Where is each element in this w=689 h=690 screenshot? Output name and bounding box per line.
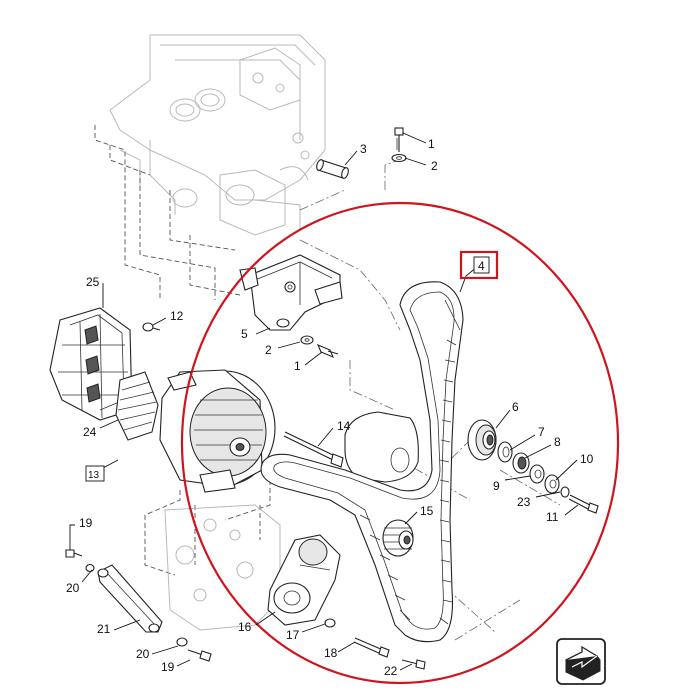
callout-13-box [85, 465, 105, 482]
callout-13: 13 [88, 470, 100, 481]
callout-6: 6 [512, 400, 519, 414]
next-page-arrow-icon[interactable] [556, 638, 606, 685]
tensioner-pulley-part-15 [382, 519, 414, 557]
callout-19-top: 19 [79, 516, 93, 530]
ring-part-8 [512, 452, 530, 474]
callout-20-bottom: 20 [136, 647, 150, 661]
tensioner-part-16 [267, 534, 341, 626]
callout-18: 18 [324, 646, 338, 660]
sleeve-part-3 [316, 159, 349, 179]
washer-top-part-2 [391, 153, 407, 163]
callout-14: 14 [337, 419, 351, 433]
callout-21: 21 [97, 622, 111, 636]
washer-mid-part-2 [300, 335, 314, 345]
bolt-part-11 [568, 494, 599, 514]
bearing-part-6 [467, 419, 497, 461]
washer-part-23 [560, 486, 570, 498]
callout-23: 23 [517, 495, 531, 509]
highlight-ellipse [180, 201, 620, 685]
callout-11: 11 [546, 510, 559, 524]
bolt-mid-part-1 [316, 343, 339, 359]
pulley-part-24 [115, 371, 159, 441]
callout-3: 3 [360, 142, 367, 156]
washer-part-10 [544, 474, 560, 494]
callout-1-mid: 1 [294, 359, 301, 373]
callout-24: 24 [83, 425, 97, 439]
callout-15: 15 [420, 504, 434, 518]
callout-4: 4 [478, 259, 485, 273]
bolt-part-12 [142, 322, 161, 332]
washer-part-9 [529, 464, 545, 484]
bolt-part-18 [353, 637, 390, 658]
fan-guard-part-25 [49, 307, 133, 421]
callout-20-top: 20 [66, 581, 80, 595]
callout-16: 16 [238, 620, 252, 634]
bolt-part-22 [401, 659, 426, 670]
leader-lines [69, 132, 579, 671]
washer-part-20a [85, 563, 95, 573]
callout-25: 25 [86, 275, 100, 289]
timing-cover-ghost [164, 504, 281, 631]
engine-block-ghost [109, 34, 326, 236]
callout-1-top: 1 [428, 137, 435, 151]
spacer-part-7 [497, 441, 513, 463]
callout-2-mid: 2 [265, 343, 272, 357]
callout-12: 12 [170, 309, 184, 323]
callout-8: 8 [554, 435, 561, 449]
screw-part-19b [187, 649, 212, 662]
callout-4-highlight-box [459, 250, 499, 280]
callout-5: 5 [241, 327, 248, 341]
screw-part-19a [65, 549, 83, 558]
callout-9: 9 [493, 479, 500, 493]
idler-housing [344, 411, 419, 483]
washer-part-17 [324, 618, 336, 628]
callout-10: 10 [580, 452, 594, 466]
callout-4-box [473, 256, 490, 274]
bolt-top-part-1 [394, 127, 404, 152]
v-belt-part-4 [260, 281, 464, 643]
long-bolt-part-14 [283, 431, 344, 468]
callout-2-top: 2 [431, 159, 438, 173]
callout-7: 7 [538, 425, 545, 439]
washer-part-20b [176, 637, 188, 647]
callout-22: 22 [384, 664, 398, 678]
link-arm-part-21 [97, 564, 163, 633]
alternator-part-13 [159, 369, 276, 493]
callout-17: 17 [286, 628, 300, 642]
alternator-bracket-part-5 [239, 254, 343, 331]
callout-19-bottom: 19 [161, 660, 175, 674]
